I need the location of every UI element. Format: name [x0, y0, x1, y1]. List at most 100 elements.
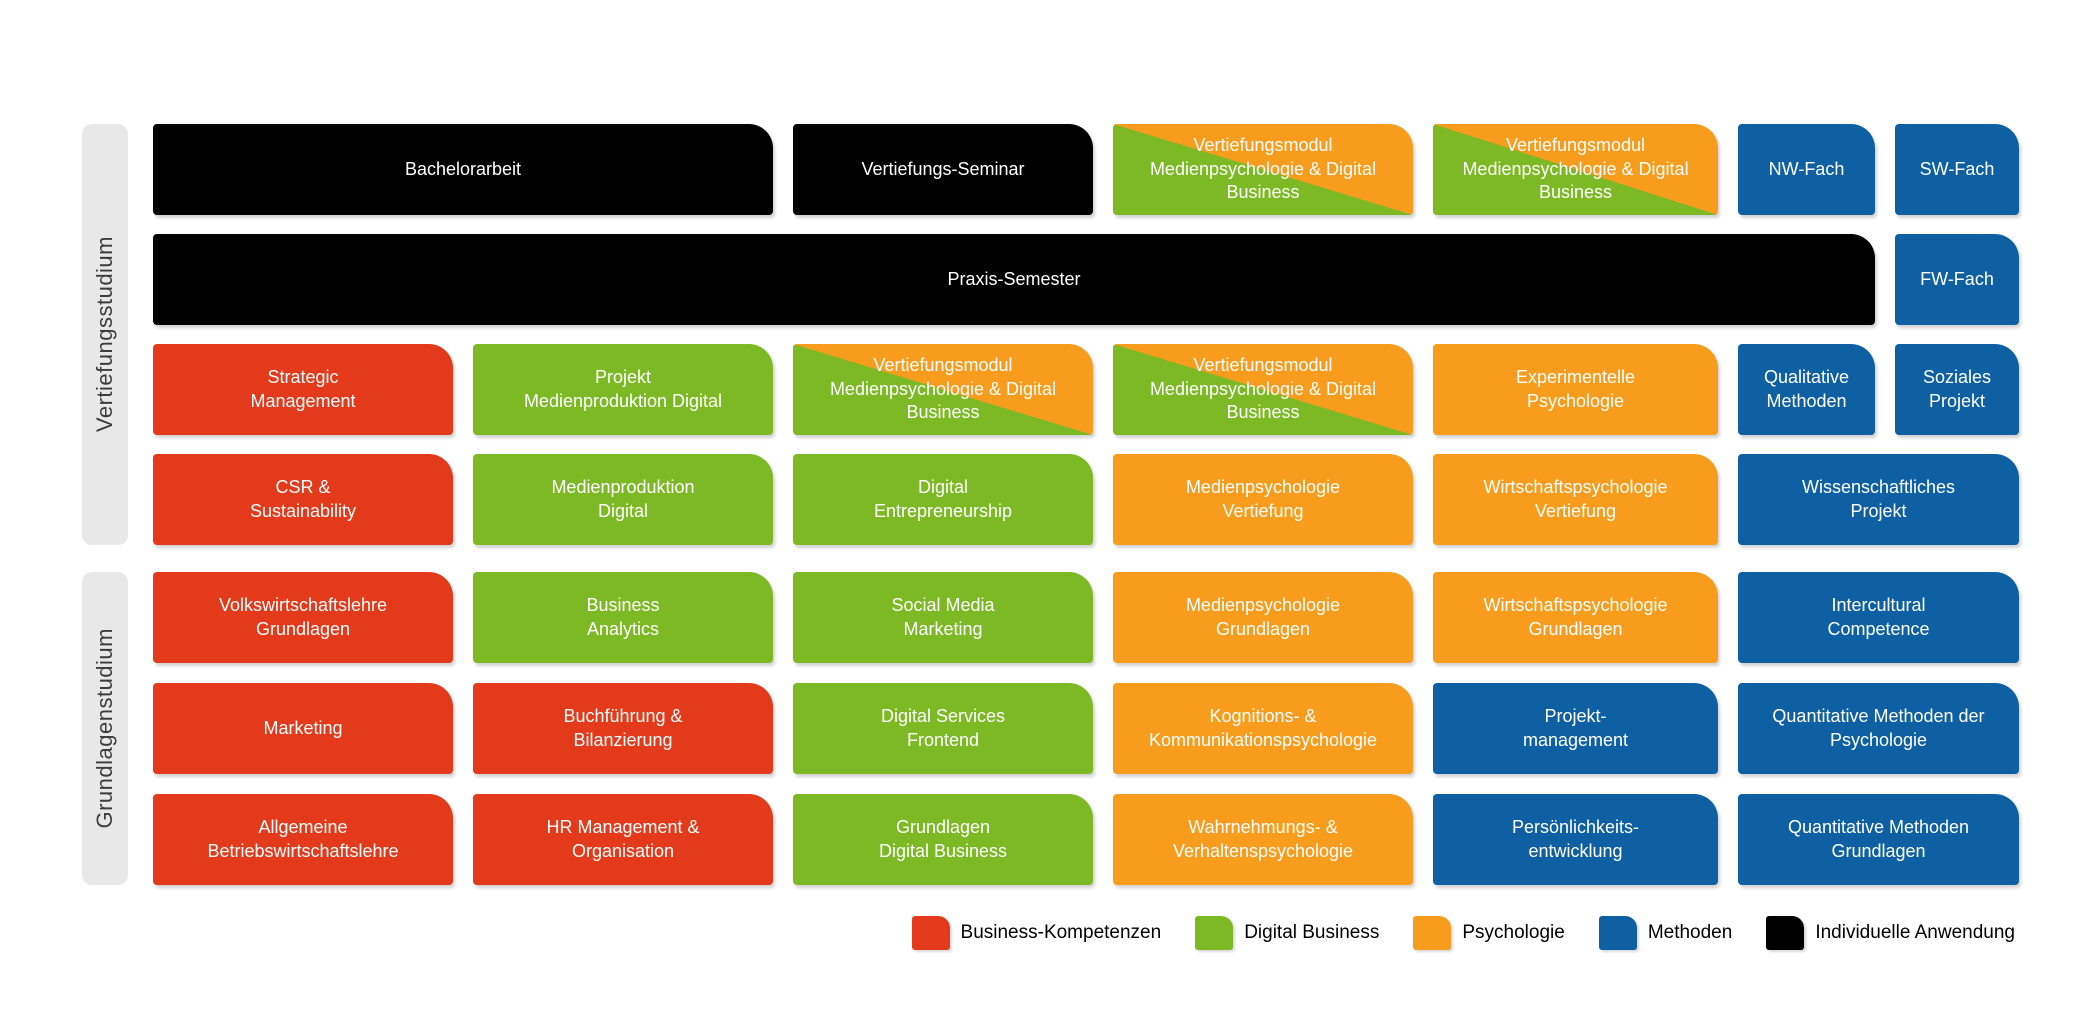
- module-label: NW-Fach: [1768, 158, 1845, 179]
- module-label: Vertiefungs-Seminar: [861, 158, 1025, 179]
- module-projekt-medienproduktion-digital: Projekt Medienproduktion Digital: [473, 344, 773, 435]
- module-label: Grundlagen Digital Business: [878, 816, 1008, 861]
- legend-swatch-business: [911, 916, 950, 950]
- module-label: Projekt- management: [1522, 705, 1629, 750]
- module-label: Buchführung & Bilanzierung: [563, 705, 683, 750]
- module-digital-entrepreneurship: Digital Entrepreneurship: [793, 454, 1093, 545]
- vertiefungsstudium-grid: Bachelorarbeit Vertiefungs-Seminar Verti…: [153, 124, 2019, 545]
- module-wahrnehmungs-verhaltenspsychologie: Wahrnehmungs- & Verhaltenspsychologie: [1113, 794, 1413, 885]
- legend-item-business-kompetenzen: Business-Kompetenzen: [911, 916, 1162, 950]
- legend-label: Methoden: [1647, 922, 1733, 943]
- module-label: Vertiefungsmodul Medienpsychologie & Dig…: [1149, 134, 1377, 203]
- module-vertiefungsmodul-4: Vertiefungsmodul Medienpsychologie & Dig…: [1113, 344, 1413, 435]
- module-label: SW-Fach: [1919, 158, 1995, 179]
- module-volkswirtschaftslehre-grundlagen: Volkswirtschaftslehre Grundlagen: [153, 572, 453, 663]
- module-sw-fach: SW-Fach: [1895, 124, 2019, 215]
- module-label: Persönlichkeits- entwicklung: [1511, 816, 1640, 861]
- module-wirtschaftspsychologie-vertiefung: Wirtschaftspsychologie Vertiefung: [1433, 454, 1718, 545]
- module-label: Wahrnehmungs- & Verhaltenspsychologie: [1172, 816, 1354, 861]
- module-label: Digital Services Frontend: [880, 705, 1006, 750]
- module-label: Allgemeine Betriebswirtschaftslehre: [207, 816, 399, 861]
- grundlagenstudium-grid: Volkswirtschaftslehre Grundlagen Busines…: [153, 572, 2019, 885]
- module-bachelorarbeit: Bachelorarbeit: [153, 124, 773, 215]
- module-label: Vertiefungsmodul Medienpsychologie & Dig…: [829, 354, 1057, 423]
- module-label: Social Media Marketing: [891, 594, 995, 639]
- module-label: Kognitions- & Kommunikationspsychologie: [1148, 705, 1378, 750]
- module-medienpsychologie-vertiefung: Medienpsychologie Vertiefung: [1113, 454, 1413, 545]
- module-vertiefungsmodul-2: Vertiefungsmodul Medienpsychologie & Dig…: [1433, 124, 1718, 215]
- module-kognitions-kommunikationspsychologie: Kognitions- & Kommunikationspsychologie: [1113, 683, 1413, 774]
- legend: Business-Kompetenzen Digital Business Ps…: [911, 916, 2015, 950]
- module-buchfuehrung-bilanzierung: Buchführung & Bilanzierung: [473, 683, 773, 774]
- module-label: Wirtschaftspsychologie Vertiefung: [1483, 476, 1668, 521]
- module-vertiefungsmodul-1: Vertiefungsmodul Medienpsychologie & Dig…: [1113, 124, 1413, 215]
- module-label: Vertiefungsmodul Medienpsychologie & Dig…: [1462, 134, 1689, 203]
- module-csr-sustainability: CSR & Sustainability: [153, 454, 453, 545]
- module-label: Wissenschaftliches Projekt: [1801, 476, 1956, 521]
- module-soziales-projekt: Soziales Projekt: [1895, 344, 2019, 435]
- module-allgemeine-betriebswirtschaftslehre: Allgemeine Betriebswirtschaftslehre: [153, 794, 453, 885]
- module-label: Qualitative Methoden: [1763, 366, 1850, 411]
- legend-swatch-psychologie: [1413, 916, 1452, 950]
- legend-item-psychologie: Psychologie: [1413, 916, 1565, 950]
- module-label: HR Management & Organisation: [546, 816, 700, 861]
- module-nw-fach: NW-Fach: [1738, 124, 1875, 215]
- legend-swatch-digital: [1195, 916, 1234, 950]
- module-digital-services-frontend: Digital Services Frontend: [793, 683, 1093, 774]
- section-label-grundlagenstudium: Grundlagenstudium: [92, 628, 117, 829]
- legend-label: Individuelle Anwendung: [1815, 922, 2015, 943]
- module-label: Vertiefungsmodul Medienpsychologie & Dig…: [1149, 354, 1377, 423]
- section-label-vertiefungsstudium: Vertiefungsstudium: [92, 236, 117, 433]
- module-label: Digital Entrepreneurship: [873, 476, 1013, 521]
- module-quantitative-methoden-grundlagen: Quantitative Methoden Grundlagen: [1738, 794, 2019, 885]
- legend-label: Digital Business: [1244, 922, 1380, 943]
- module-quantitative-methoden-psychologie: Quantitative Methoden der Psychologie: [1738, 683, 2019, 774]
- module-label: Business Analytics: [586, 594, 660, 639]
- module-wissenschaftliches-projekt: Wissenschaftliches Projekt: [1738, 454, 2019, 545]
- legend-item-methoden: Methoden: [1598, 916, 1733, 950]
- module-label: Intercultural Competence: [1827, 594, 1930, 639]
- module-label: Strategic Management: [250, 366, 356, 411]
- module-medienproduktion-digital: Medienproduktion Digital: [473, 454, 773, 545]
- legend-item-individuelle-anwendung: Individuelle Anwendung: [1766, 916, 2015, 950]
- module-projektmanagement: Projekt- management: [1433, 683, 1718, 774]
- module-label: Praxis-Semester: [947, 268, 1081, 289]
- module-label: Medienpsychologie Grundlagen: [1185, 594, 1341, 639]
- module-grundlagen-digital-business: Grundlagen Digital Business: [793, 794, 1093, 885]
- module-label: CSR & Sustainability: [249, 476, 357, 521]
- module-strategic-management: Strategic Management: [153, 344, 453, 435]
- module-label: Soziales Projekt: [1922, 366, 1992, 411]
- module-label: Experimentelle Psychologie: [1515, 366, 1636, 411]
- module-label: Quantitative Methoden Grundlagen: [1787, 816, 1970, 861]
- module-wirtschaftspsychologie-grundlagen: Wirtschaftspsychologie Grundlagen: [1433, 572, 1718, 663]
- module-experimentelle-psychologie: Experimentelle Psychologie: [1433, 344, 1718, 435]
- module-intercultural-competence: Intercultural Competence: [1738, 572, 2019, 663]
- module-label: Wirtschaftspsychologie Grundlagen: [1483, 594, 1668, 639]
- module-marketing: Marketing: [153, 683, 453, 774]
- legend-swatch-individuell: [1766, 916, 1805, 950]
- section-bar-vertiefungsstudium: Vertiefungsstudium: [82, 124, 128, 545]
- module-medienpsychologie-grundlagen: Medienpsychologie Grundlagen: [1113, 572, 1413, 663]
- module-label: Medienproduktion Digital: [551, 476, 695, 521]
- module-label: FW-Fach: [1920, 268, 1994, 289]
- module-vertiefungs-seminar: Vertiefungs-Seminar: [793, 124, 1093, 215]
- module-label: Projekt Medienproduktion Digital: [523, 366, 723, 411]
- module-hr-management-organisation: HR Management & Organisation: [473, 794, 773, 885]
- module-social-media-marketing: Social Media Marketing: [793, 572, 1093, 663]
- legend-item-digital-business: Digital Business: [1195, 916, 1379, 950]
- legend-label: Psychologie: [1462, 922, 1565, 943]
- section-bar-grundlagenstudium: Grundlagenstudium: [82, 572, 128, 885]
- module-label: Bachelorarbeit: [404, 158, 522, 179]
- module-label: Quantitative Methoden der Psychologie: [1772, 705, 1985, 750]
- module-label: Marketing: [263, 717, 343, 738]
- module-praxis-semester: Praxis-Semester: [153, 234, 1875, 325]
- legend-swatch-methoden: [1598, 916, 1637, 950]
- module-fw-fach: FW-Fach: [1895, 234, 2019, 325]
- module-label: Volkswirtschaftslehre Grundlagen: [218, 594, 388, 639]
- module-qualitative-methoden: Qualitative Methoden: [1738, 344, 1875, 435]
- module-label: Medienpsychologie Vertiefung: [1185, 476, 1341, 521]
- module-persoenlichkeitsentwicklung: Persönlichkeits- entwicklung: [1433, 794, 1718, 885]
- module-vertiefungsmodul-3: Vertiefungsmodul Medienpsychologie & Dig…: [793, 344, 1093, 435]
- legend-label: Business-Kompetenzen: [960, 922, 1162, 943]
